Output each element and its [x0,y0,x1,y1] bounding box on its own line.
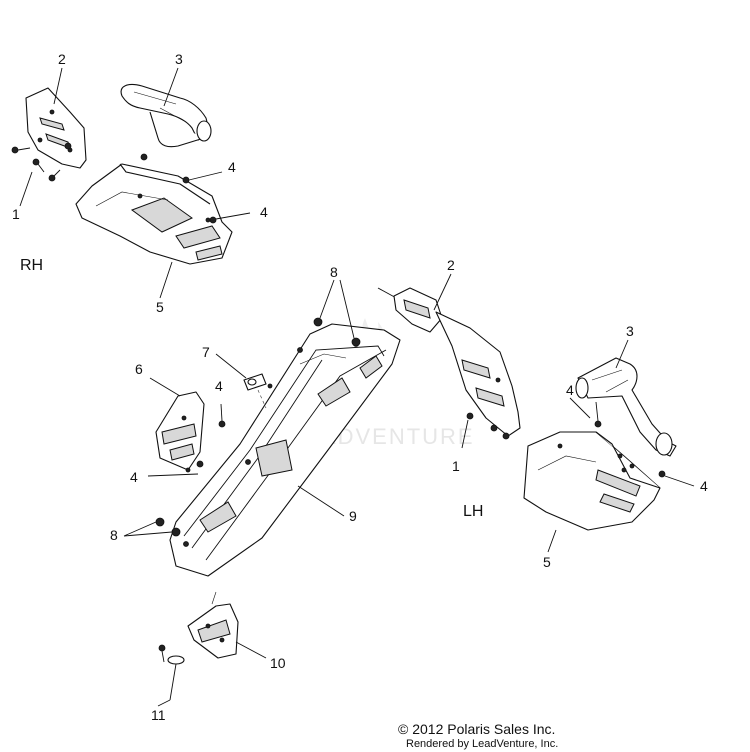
rh-fasteners-part-1 [11,142,72,182]
copyright-text: © 2012 Polaris Sales Inc. [398,721,555,737]
bracket-part-6 [149,377,205,471]
callout-11: 11 [151,707,166,723]
callout-rh-1: 1 [12,206,20,222]
callout-lh-2: 2 [447,257,455,273]
callout-center-7: 7 [202,344,210,360]
callout-lh-3: 3 [626,323,634,339]
rendered-by-text: Rendered by LeadVenture, Inc. [406,738,558,750]
callout-center-9: 9 [349,508,357,524]
callout-center-6: 6 [135,361,143,377]
side-label-lh: LH [463,503,483,520]
fasteners-part-11 [158,644,185,701]
bracket-part-10 [187,591,267,659]
rh-skid-guard-part-5 [75,163,233,265]
center-fasteners-part-8 [123,279,361,537]
lh-fasteners-part-1 [461,412,510,449]
callout-lh-4a: 4 [566,382,574,398]
leader-lines [19,67,629,707]
skid-plate-part-9 [169,323,401,577]
callout-rh-4b: 4 [260,204,268,220]
center-fasteners-part-4 [147,403,226,477]
lh-bracket-part-2 [377,287,521,437]
callout-center-4a: 4 [215,378,223,394]
callout-lh-4b: 4 [700,478,708,494]
side-label-rh: RH [20,257,43,274]
bracket-part-7 [215,353,273,409]
rh-fasteners-part-4 [140,153,251,224]
lh-skid-guard-part-5 [523,431,661,531]
callout-rh-3: 3 [175,51,183,67]
rh-bracket-part-2 [25,87,87,169]
callout-labels: 2 3 4 4 1 5 8 7 6 4 4 9 8 2 3 4 4 1 5 10… [12,51,708,723]
callout-center-8b: 8 [110,527,118,543]
callout-lh-5: 5 [543,554,551,570]
rh-exhaust-pipe-part-3 [120,83,212,148]
callout-rh-5: 5 [156,299,164,315]
callout-center-8a: 8 [330,264,338,280]
callout-10: 10 [270,655,286,671]
callout-rh-2: 2 [58,51,66,67]
callout-lh-1: 1 [452,458,460,474]
callout-center-4b: 4 [130,469,138,485]
lh-fasteners-part-4 [594,401,695,487]
lh-exhaust-pipe-part-3 [575,357,677,457]
callout-rh-4a: 4 [228,159,236,175]
